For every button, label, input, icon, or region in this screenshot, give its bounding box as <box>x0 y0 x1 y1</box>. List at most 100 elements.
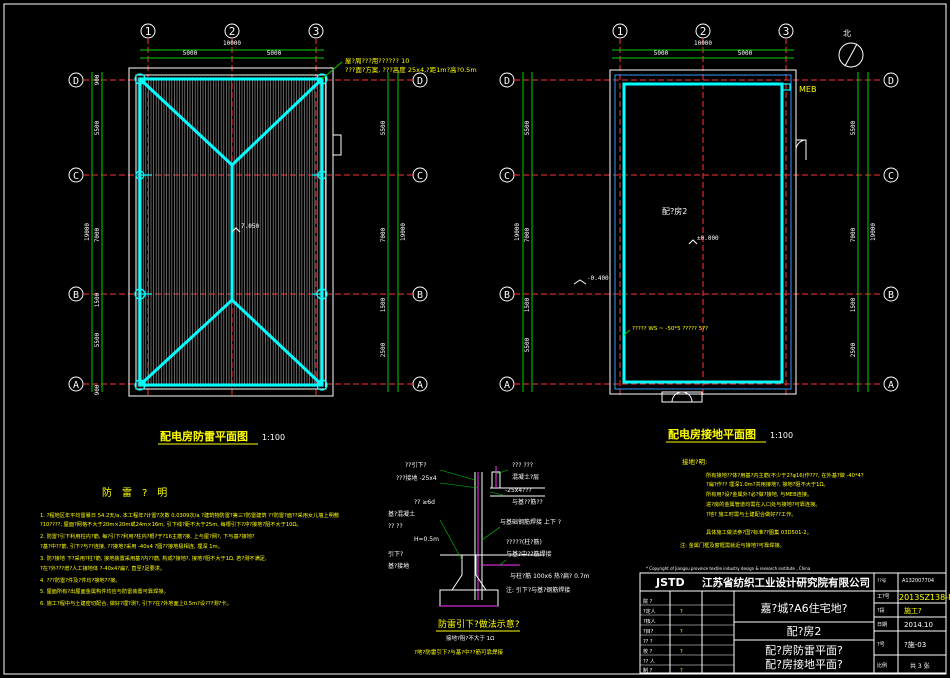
svg-text:配?房接地平面?: 配?房接地平面? <box>765 658 843 671</box>
svg-text:±0.000: ±0.000 <box>697 235 719 242</box>
grid-bubble-row-d: D <box>68 72 84 88</box>
svg-text:19000: 19000 <box>400 223 407 241</box>
svg-text:共 3 张: 共 3 张 <box>910 662 930 670</box>
svg-text:B: B <box>73 290 79 301</box>
roof-outline <box>128 67 334 397</box>
grounding-ring <box>622 82 784 384</box>
lightning-notes: 防 雷 ? 明 1. ?程地区年平均雷暴日 54.2天/a, 本工程年?计雷?次… <box>40 486 340 607</box>
svg-text:5500: 5500 <box>524 337 531 352</box>
svg-text:日期: 日期 <box>877 622 887 628</box>
detail-leader-line <box>495 469 509 475</box>
room-walls <box>609 69 797 395</box>
svg-text:5000: 5000 <box>183 50 198 57</box>
svg-text:与柱?筋 100x6 热?扁? 0.7m: 与柱?筋 100x6 热?扁? 0.7m <box>510 572 590 580</box>
detail-leader-line <box>439 469 476 481</box>
svg-text:院 ?: 院 ? <box>643 598 653 605</box>
svg-text:H=0.5m: H=0.5m <box>414 536 439 543</box>
svg-text:??号: ??号 <box>877 578 887 584</box>
svg-text:2500: 2500 <box>850 342 857 357</box>
grid-bubble-row-d-right: D <box>412 72 428 88</box>
svg-text:配?房防雷平面?: 配?房防雷平面? <box>765 643 843 657</box>
svg-text:所有用?设?金属外?必?做?接地, 与MEB连接。: 所有用?设?金属外?必?做?接地, 与MEB连接。 <box>706 490 812 498</box>
svg-text:A: A <box>504 380 510 391</box>
detail-leader-line <box>481 526 501 541</box>
svg-text:与基?中??筋焊接: 与基?中??筋焊接 <box>506 550 552 558</box>
svg-text:B: B <box>417 290 423 301</box>
svg-text:A: A <box>417 380 423 391</box>
svg-text:?? ?: ?? ? <box>643 639 653 645</box>
grid-bubble-row-b: B <box>68 286 84 302</box>
svg-text:??? ???: ??? ??? <box>512 462 533 469</box>
svg-text:注: 金属门框及窗框需就近与接地?可靠焊接。: 注: 金属门框及窗框需就近与接地?可靠焊接。 <box>680 541 785 549</box>
svg-text:10000: 10000 <box>223 40 241 47</box>
svg-text:引下?: 引下? <box>388 550 403 558</box>
svg-text:C: C <box>417 171 423 182</box>
svg-text:5000: 5000 <box>267 50 282 57</box>
svg-text:?段: ?段 <box>877 607 885 614</box>
svg-text:混凝土?层: 混凝土?层 <box>512 473 539 481</box>
svg-text:北: 北 <box>843 29 851 38</box>
svg-text:5000: 5000 <box>738 50 753 57</box>
svg-text:7000: 7000 <box>850 227 857 242</box>
svg-text:?目?: ?目? <box>643 629 654 635</box>
svg-text:3: 3 <box>783 25 790 38</box>
grid-bubble-row-d-b: D <box>499 72 515 88</box>
svg-text:?扁?作?? 埋深1.0m?共用接地?, 接地?阻不大于1Ω: ?扁?作?? 埋深1.0m?共用接地?, 接地?阻不大于1Ω。 <box>706 480 829 488</box>
svg-text:C: C <box>504 171 510 182</box>
svg-text:10000: 10000 <box>694 40 712 47</box>
svg-text:江苏省纺织工业设计研究院有限公司: 江苏省纺织工业设计研究院有限公司 <box>702 576 870 589</box>
svg-text:所有接地??体?用基?内主筋(不少于2?φ16)作???,: 所有接地??体?用基?内主筋(不少于2?φ16)作???, 在外基?做 -40*… <box>706 471 864 479</box>
svg-text:A132007704: A132007704 <box>902 578 934 584</box>
svg-text:1500: 1500 <box>94 292 101 307</box>
svg-text:19000: 19000 <box>870 223 877 241</box>
grid-bubble-col-3: 3 <box>308 23 324 39</box>
grid-bubble-row-a-b: A <box>499 376 515 392</box>
svg-text:1:100: 1:100 <box>770 431 793 440</box>
svg-text:与基础钢筋焊接 上下 ?: 与基础钢筋焊接 上下 ? <box>500 518 561 526</box>
brand-logo: JSTD <box>655 576 685 589</box>
grid-bubble-col-2: 2 <box>224 23 240 39</box>
roof-hatch <box>137 77 326 387</box>
svg-text:5500: 5500 <box>850 120 857 135</box>
svg-text:2013SZ138-P: 2013SZ138-P <box>899 593 950 602</box>
svg-text:2: 2 <box>700 25 707 38</box>
title-block: * Copyright of Jiangsu province textile … <box>639 566 950 674</box>
svg-text:?地? 施工时需与土建配合做好??工作。: ?地? 施工时需与土建配合做好??工作。 <box>706 510 796 518</box>
svg-text:配?房2: 配?房2 <box>662 206 687 216</box>
svg-text:?: ? <box>680 668 683 674</box>
svg-text:19000: 19000 <box>514 223 521 241</box>
svg-text:7000: 7000 <box>524 227 531 242</box>
svg-text:?号: ?号 <box>877 642 885 648</box>
svg-text:与基??筋??: 与基??筋?? <box>512 498 543 506</box>
detail-leader-line <box>439 519 463 561</box>
detail-leader-line <box>439 482 479 489</box>
svg-text:防 雷 ? 明: 防 雷 ? 明 <box>102 486 167 499</box>
grid-bubble-row-b-b: B <box>499 286 515 302</box>
svg-text:???接地 -25x4: ???接地 -25x4 <box>396 474 437 482</box>
svg-text:?核人: ?核人 <box>643 618 656 625</box>
svg-text:-0.400: -0.400 <box>587 275 609 282</box>
detail-leader-line <box>499 559 507 566</box>
svg-text:1: 1 <box>145 25 152 38</box>
svg-text:工?号: 工?号 <box>877 594 890 600</box>
svg-text:7000: 7000 <box>380 227 387 242</box>
grounding-notes: 接地?明: 所有接地??体?用基?内主筋(不少于2?φ16)作???, 在外基?… <box>680 457 864 549</box>
sheet-frame <box>3 3 947 675</box>
svg-text:900: 900 <box>94 384 101 395</box>
svg-text:900: 900 <box>94 74 101 85</box>
svg-text:?? ≥6d: ?? ≥6d <box>414 499 435 506</box>
grid-bubble-col-1: 1 <box>140 23 156 39</box>
svg-text:5500: 5500 <box>524 120 531 135</box>
svg-text:注: 引下?与基?钢筋焊接: 注: 引下?与基?钢筋焊接 <box>506 586 570 594</box>
svg-text:1. ?程地区年平均雷暴日 54.2天/a, 本工程年?计雷: 1. ?程地区年平均雷暴日 54.2天/a, 本工程年?计雷?次数 0.0309… <box>40 511 340 519</box>
grid-bubble-row-a-right: A <box>412 376 428 392</box>
svg-text:3: 3 <box>313 25 320 38</box>
grid-bubble-row-c-right: C <box>412 167 428 183</box>
svg-text:B: B <box>888 290 894 301</box>
svg-text:?基?中??筋, 引下?与??连接, ??接地?采用 -40: ?基?中??筋, 引下?与??连接, ??接地?采用 -40x4 ?圆??接地极… <box>40 542 223 550</box>
svg-text:2. 防雷?引下利用柱内?筋, 每?引下?利用?柱内?根?于: 2. 防雷?引下利用柱内?筋, 每?引下?利用?柱内?根?于?16主筋?接, 上… <box>40 532 255 540</box>
svg-text:D: D <box>417 76 423 87</box>
svg-text:5. 屋面所有?出屋面金属构件均应与防雷装置可靠焊接。: 5. 屋面所有?出屋面金属构件均应与防雷装置可靠焊接。 <box>40 587 169 595</box>
lightning-roof-plan: 1 2 3 10000 5000 5000 D C B A D C B A <box>68 23 477 445</box>
